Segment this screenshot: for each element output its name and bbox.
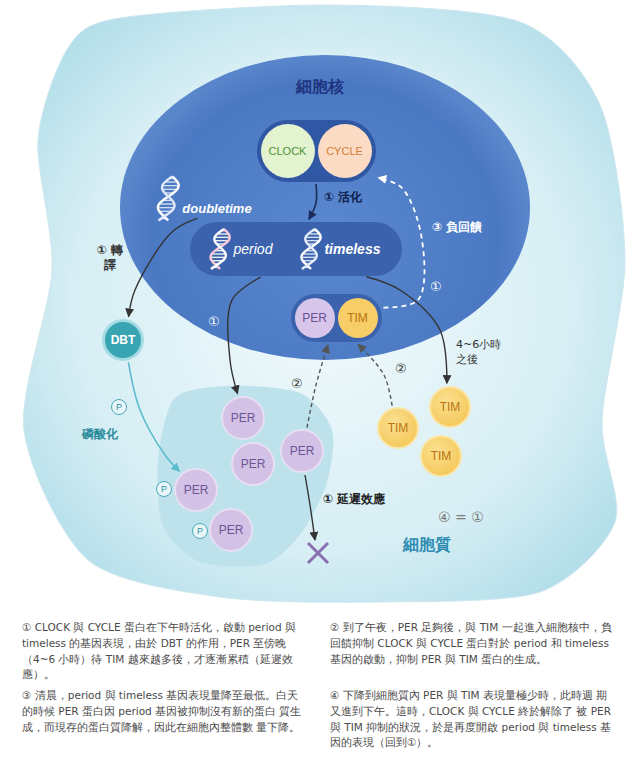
- callout-number: ① 活化: [324, 190, 362, 205]
- caption-text: ① CLOCK 與 CYCLE 蛋白在下午時活化，啟動 period 與 tim…: [22, 620, 309, 683]
- arrow-connector: [358, 344, 392, 405]
- dna-icon: [158, 177, 179, 221]
- edge-label-holder: ①: [208, 314, 220, 330]
- node-label: PER: [184, 483, 209, 497]
- node-label: TIM: [338, 298, 378, 338]
- node-label: period: [234, 241, 273, 257]
- gene-pair: period timeless: [190, 222, 403, 276]
- node-label: PER: [241, 457, 266, 471]
- callout-number: ① 轉譯: [94, 243, 126, 273]
- label-holder: ① CLOCK 與 CYCLE 蛋白在下午時活化，啟動 period 與 tim…: [22, 620, 309, 683]
- edge-label-holder: ①: [430, 279, 442, 295]
- protein-circle: TIM: [377, 407, 419, 449]
- arrow-connector: [129, 218, 198, 316]
- label-holder: 4~6小時 之後: [456, 338, 510, 368]
- protein-cluster: [157, 386, 333, 567]
- callout-number: ①: [208, 314, 220, 330]
- callout-number: ① 延遲效應: [323, 491, 385, 508]
- arrow-connector: [228, 277, 261, 393]
- node-label: PER: [231, 411, 256, 425]
- cytoplasm-region: 細胞質 細胞核 CLOCKCYCLE doubletime period timeless…: [0, 0, 635, 605]
- dna-icon: [210, 229, 229, 269]
- edge-label-holder: ① 活化: [324, 190, 362, 205]
- label-holder: P: [192, 523, 208, 539]
- gene-label: doubletime: [180, 199, 253, 218]
- callout-number: ④ = ①: [438, 509, 484, 525]
- decay-arrow: [305, 475, 315, 540]
- protein-pair: CLOCKCYCLE: [257, 120, 376, 182]
- edge-label-holder: ②: [395, 361, 407, 377]
- node-label: 細胞核: [296, 77, 344, 98]
- arrow-connector: [128, 362, 179, 471]
- arrow-connector: [309, 184, 317, 219]
- node-label: CLOCK: [261, 124, 315, 178]
- node-label: PER: [295, 298, 335, 338]
- node-label: CYCLE: [318, 124, 372, 178]
- arrow-connector: [366, 277, 447, 383]
- protein-circle: TIM: [429, 386, 471, 428]
- protein-circle: PER: [280, 429, 324, 473]
- caption-text: ③ 清晨，period 與 timeless 基因表現量降至最低。白天 的時候 …: [22, 688, 309, 735]
- protein-circle: PER: [231, 442, 275, 486]
- node-label: PER: [219, 523, 244, 537]
- protein-circle: PER: [221, 396, 265, 440]
- label-holder: ③ 清晨，period 與 timeless 基因表現量降至最低。白天 的時候 …: [22, 688, 309, 735]
- node-label: PER: [290, 444, 315, 458]
- edge-label-holder: 磷酸化: [82, 427, 118, 442]
- dna-icon: [301, 229, 320, 269]
- enzyme-circle: DBT: [102, 319, 145, 361]
- caption-text: ② 到了午夜，PER 足夠後，與 TIM 一起進入細胞核中，負 回饋抑制 CLO…: [330, 620, 617, 667]
- phosphate-mark: P: [111, 399, 127, 415]
- protein-complex: PERTIM: [291, 294, 382, 342]
- protein-circle: PER: [209, 508, 253, 552]
- callout-number: 磷酸化: [82, 427, 118, 442]
- node-label: TIM: [440, 400, 461, 414]
- time-note: 4~6小時 之後: [456, 338, 510, 368]
- label-holder: ① 延遲效應: [323, 491, 385, 508]
- label-holder: P: [111, 399, 127, 415]
- edge-label-holder: ① 轉譯: [94, 243, 126, 273]
- label-holder: ④ = ①: [438, 509, 484, 525]
- edge-label-holder: ②: [291, 376, 303, 392]
- callout-number: ①: [430, 279, 442, 295]
- protein-circle: PER: [174, 468, 218, 512]
- callout-number: ②: [291, 376, 303, 392]
- protein-circle: TIM: [420, 435, 462, 477]
- phosphate-mark: P: [156, 481, 172, 497]
- cell-membrane: [23, 5, 625, 602]
- arrow-connector: [378, 178, 424, 308]
- edge-label-holder: ③ 負回饋: [432, 220, 482, 235]
- label-holder: ② 到了午夜，PER 足夠後，與 TIM 一起進入細胞核中，負 回饋抑制 CLO…: [330, 620, 617, 667]
- arrow-connector: [307, 345, 328, 428]
- node-label: 細胞質: [403, 535, 451, 556]
- node-label: timeless: [324, 241, 380, 257]
- phosphate-mark: P: [192, 523, 208, 539]
- nucleus-region: 細胞核 CLOCKCYCLE doubletime period timelessPER…: [120, 55, 530, 360]
- callout-number: ②: [395, 361, 407, 377]
- node-label: TIM: [388, 421, 409, 435]
- node-label: TIM: [431, 449, 452, 463]
- node-label: DBT: [111, 333, 136, 347]
- node-label: doubletime: [182, 201, 251, 216]
- label-holder: ④ 下降到細胞質內 PER 與 TIM 表現量極少時，此時週 期又進到下午。這時…: [330, 688, 617, 751]
- caption-text: ④ 下降到細胞質內 PER 與 TIM 表現量極少時，此時週 期又進到下午。這時…: [330, 688, 617, 751]
- degradation-mark: [308, 543, 328, 563]
- label-holder: P: [156, 481, 172, 497]
- callout-number: ③ 負回饋: [432, 220, 482, 235]
